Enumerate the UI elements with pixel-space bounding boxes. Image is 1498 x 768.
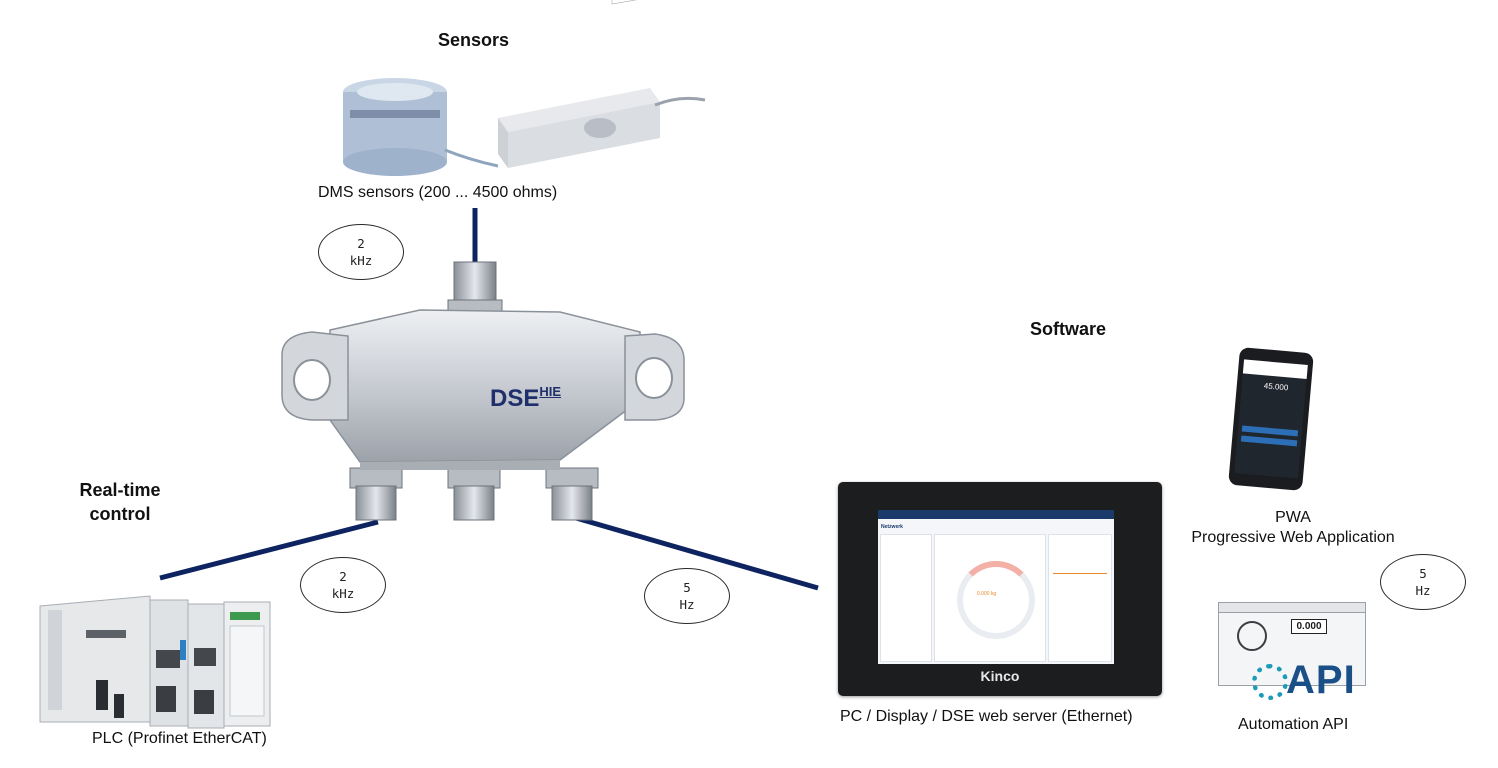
smartphone-image: 45.000 [1228, 347, 1314, 491]
plc-rate-unit: kHz [331, 586, 355, 601]
realtime-heading-line1: Real-time [79, 480, 161, 500]
api-window-image: 0.000 [1218, 602, 1366, 686]
display-brand: Kinco [980, 668, 1020, 684]
gear-icon [1252, 664, 1288, 700]
pc-rate-unit: Hz [679, 597, 695, 612]
phone-button-row-1 [1241, 425, 1299, 437]
phone-value: 45.000 [1263, 381, 1289, 393]
phone-screen: 45.000 [1234, 359, 1308, 479]
pwa-caption: PWA Progressive Web Application [1180, 508, 1406, 548]
software-heading: Software [1030, 319, 1107, 339]
api-value-field: 0.000 [1291, 619, 1327, 634]
dse-device-superscript: HIE [539, 384, 562, 399]
api-caption: Automation API [1238, 716, 1349, 733]
dse-device-name: DSE [490, 385, 540, 412]
display-chart-panel [1048, 534, 1112, 662]
mobile-rate-value: 5 [1419, 566, 1427, 581]
realtime-heading-line2: control [89, 504, 151, 524]
sensor-rate-value: 2 [357, 236, 365, 251]
plc-caption: PLC (Profinet EtherCAT) [92, 730, 267, 747]
sensors-heading: Sensors [438, 30, 510, 50]
cursor-click-icon [1237, 621, 1267, 651]
pc-display-image: Netzwerk 0.000 kg Kinco [838, 482, 1162, 696]
display-screen: Netzwerk 0.000 kg [878, 510, 1114, 664]
display-sidebar [880, 534, 932, 662]
dse-device-label: DSEHIE [490, 384, 561, 413]
sensor-rate-unit: kHz [349, 253, 373, 268]
pc-rate-value: 5 [683, 580, 691, 595]
pc-rate-badge: 5 Hz [644, 568, 730, 624]
api-logo-text: API [1286, 658, 1356, 702]
mobile-rate-unit: Hz [1415, 583, 1431, 598]
display-app-title: Netzwerk [881, 524, 903, 530]
display-title-bar [878, 510, 1114, 519]
pwa-caption-line2: Progressive Web Application [1191, 529, 1395, 546]
api-window-titlebar [1219, 603, 1365, 613]
pc-connection-line [575, 515, 819, 591]
pc-caption: PC / Display / DSE web server (Ethernet) [840, 708, 1133, 725]
pwa-caption-line1: PWA [1275, 509, 1311, 526]
sensor-rate-badge: 2 kHz [318, 224, 404, 280]
display-gauge-value: 0.000 kg [977, 591, 997, 597]
phone-header [1242, 359, 1308, 379]
plc-rate-badge: 2 kHz [300, 557, 386, 613]
realtime-control-heading: Real-time control [60, 478, 180, 526]
display-gauge-panel: 0.000 kg [934, 534, 1046, 662]
dms-sensors-caption: DMS sensors (200 ... 4500 ohms) [318, 184, 558, 201]
display-chart-line [1053, 573, 1107, 574]
mobile-rate-badge: 5 Hz [1380, 554, 1466, 610]
phone-button-row-2 [1240, 435, 1298, 447]
plc-rate-value: 2 [339, 569, 347, 584]
display-gauge [957, 561, 1035, 639]
plc-connection-line [159, 519, 379, 581]
